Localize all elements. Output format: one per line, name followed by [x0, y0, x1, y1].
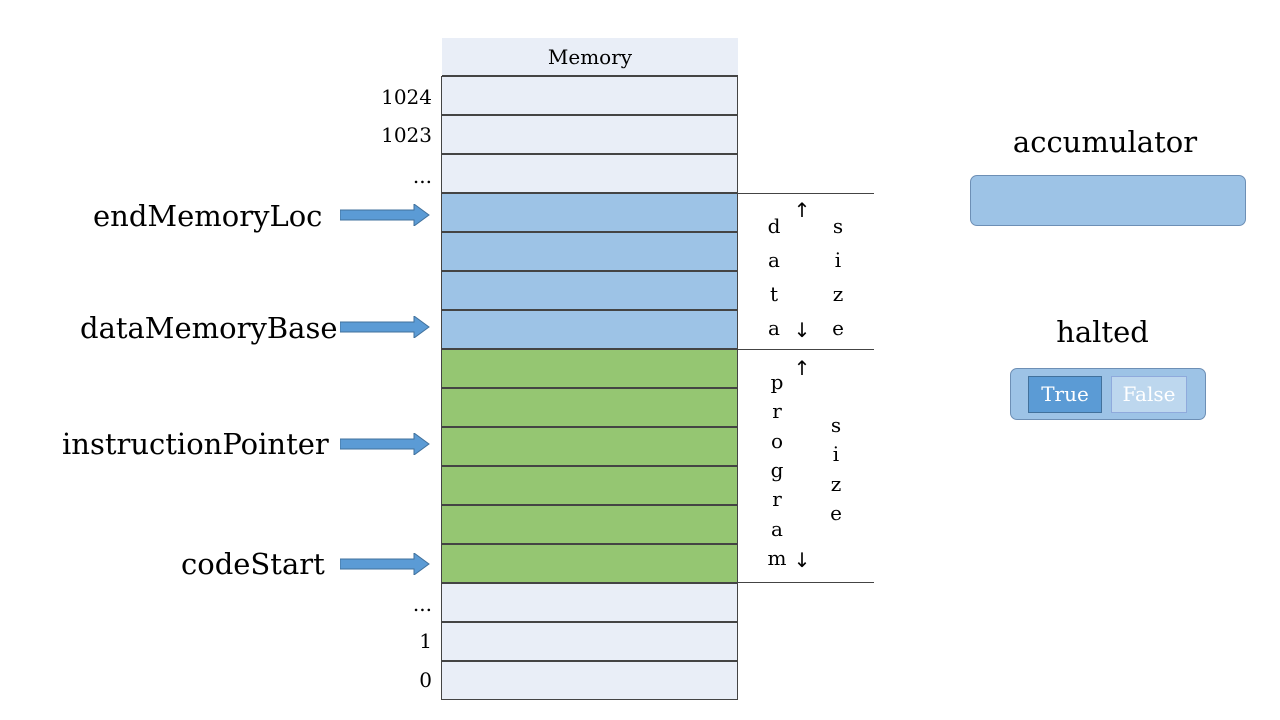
accumulator-value-box	[970, 175, 1246, 226]
memory-cell-program	[441, 427, 738, 466]
pointer-label-instruction-pointer: instructionPointer	[62, 427, 329, 461]
vertical-letter: r	[772, 487, 782, 512]
memory-cell-program	[441, 544, 738, 583]
memory-cell-data	[441, 232, 738, 271]
vertical-letter: s	[830, 413, 842, 437]
address-label: ...	[412, 592, 432, 616]
memory-cell-program	[441, 466, 738, 505]
vertical-letter: g	[770, 457, 784, 482]
arrow-down-icon: ↓	[793, 318, 811, 342]
vertical-letter: e	[830, 500, 842, 525]
memory-cell-data	[441, 310, 738, 349]
vertical-letter: a	[768, 316, 780, 340]
vertical-letter: s	[832, 214, 844, 238]
vertical-letter: i	[834, 248, 842, 272]
vertical-letter: i	[832, 442, 840, 467]
vertical-letter: p	[770, 370, 784, 394]
halted-toggle: True False	[1010, 368, 1206, 420]
memory-cell-program	[441, 388, 738, 427]
pointer-label-code-start: codeStart	[181, 547, 325, 581]
arrow-up-icon: ↑	[793, 356, 811, 380]
pointer-label-end-memory-loc: endMemoryLoc	[93, 199, 323, 233]
pointer-arrow-icon	[340, 433, 430, 455]
pointer-label-data-memory-base: dataMemoryBase	[80, 311, 338, 345]
memory-cell-0	[441, 661, 738, 700]
memory-cell-program	[441, 505, 738, 544]
memory-cell-ellipsis-bottom	[441, 583, 738, 622]
address-label: 0	[419, 668, 432, 692]
pointer-arrow-icon	[340, 553, 430, 575]
vertical-letter: o	[770, 428, 784, 453]
data-region-top-line	[738, 193, 874, 194]
pointer-arrow-icon	[340, 316, 430, 338]
vertical-letter: e	[832, 316, 844, 340]
vertical-letter: t	[769, 282, 779, 306]
memory-cell-data	[441, 271, 738, 310]
arrow-up-icon: ↑	[793, 198, 811, 222]
address-label: ...	[412, 164, 432, 188]
halted-label: halted	[1056, 315, 1149, 349]
vertical-letter: a	[768, 248, 780, 272]
vertical-letter: d	[767, 214, 781, 238]
address-label: 1	[419, 629, 432, 653]
memory-cell-ellipsis-top	[441, 154, 738, 193]
arrow-down-icon: ↓	[793, 548, 811, 572]
memory-cell-1024	[441, 76, 738, 115]
true-button[interactable]: True	[1028, 376, 1102, 413]
vertical-letter: m	[767, 545, 787, 570]
memory-cell-data	[441, 193, 738, 232]
address-label: 1024	[381, 85, 432, 109]
accumulator-label: accumulator	[1012, 125, 1198, 159]
memory-header: Memory	[442, 38, 738, 76]
region-divider-line	[738, 349, 874, 350]
pointer-arrow-icon	[340, 204, 430, 226]
program-region-bottom-line	[738, 582, 874, 583]
memory-cell-1023	[441, 115, 738, 154]
vertical-letter: z	[832, 282, 844, 306]
vertical-letter: r	[772, 399, 782, 424]
memory-cell-program	[441, 349, 738, 388]
vertical-letter: a	[771, 516, 783, 541]
memory-cell-1	[441, 622, 738, 661]
address-label: 1023	[381, 123, 432, 147]
false-button[interactable]: False	[1111, 376, 1187, 413]
vertical-letter: z	[830, 471, 842, 496]
